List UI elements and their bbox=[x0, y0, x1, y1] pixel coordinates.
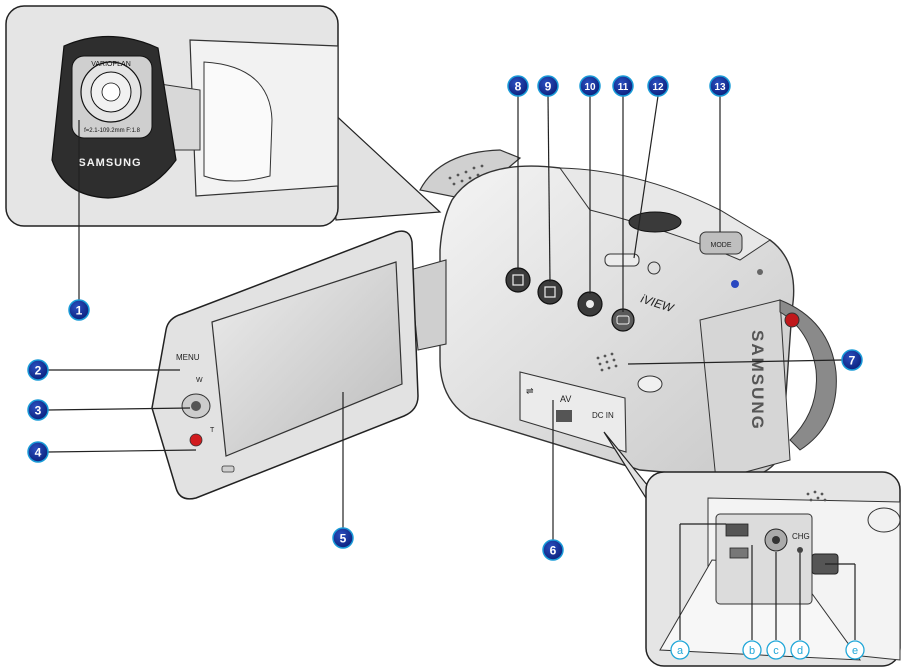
sub-callout-c-label: c bbox=[773, 645, 779, 657]
side-speaker-grille bbox=[596, 352, 618, 372]
callout-9: 9 bbox=[537, 75, 559, 97]
chg-text: CHG bbox=[792, 532, 810, 541]
sub-callout-e-label: e bbox=[852, 645, 858, 657]
zoom-lever bbox=[628, 211, 682, 233]
strap-record-button bbox=[784, 312, 800, 328]
sub-callout-a: a bbox=[670, 640, 690, 660]
dcin-text: DC IN bbox=[592, 411, 614, 420]
callout-1: 1 bbox=[68, 299, 90, 321]
inset-strap-hole bbox=[867, 507, 901, 533]
sub-callout-d: d bbox=[790, 640, 810, 660]
zoom-t-text: T bbox=[210, 427, 215, 434]
lens-glass bbox=[101, 82, 121, 102]
callout-4: 4 bbox=[27, 441, 49, 463]
side-logo-text: SAMSUNG bbox=[748, 330, 767, 431]
callout-7: 7 bbox=[841, 349, 863, 371]
callout-13-label: 13 bbox=[714, 82, 726, 93]
leader-9 bbox=[547, 95, 551, 283]
camcorder-body: SAMSUNG MODE iVIEW bbox=[419, 149, 837, 481]
button-11 bbox=[611, 308, 635, 332]
callout-5: 5 bbox=[332, 527, 354, 549]
button-10-icon bbox=[586, 300, 594, 308]
leader-12 bbox=[633, 95, 659, 259]
dc-in-pin bbox=[772, 536, 780, 544]
lcd-panel: MENU W T bbox=[151, 230, 447, 500]
sub-callout-d-label: d bbox=[797, 645, 803, 657]
callout-2: 2 bbox=[27, 359, 49, 381]
lcd-joystick-center bbox=[191, 401, 201, 411]
callouts: 1 2 3 4 5 6 7 8 9 10 11 12 13 bbox=[27, 75, 863, 561]
callout-12: 12 bbox=[647, 75, 669, 97]
callout-13: 13 bbox=[709, 75, 731, 97]
callout-8: 8 bbox=[507, 75, 529, 97]
av-port bbox=[729, 547, 749, 559]
connector-cover bbox=[519, 371, 627, 453]
mode-text: MODE bbox=[711, 242, 732, 249]
body-rear-dome bbox=[419, 149, 522, 201]
button-8-icon bbox=[512, 274, 524, 286]
sub-callouts: a b c d e bbox=[670, 640, 865, 660]
leader-4 bbox=[47, 449, 197, 453]
lens-maker-text: SAMSUNG bbox=[78, 157, 141, 169]
hand-strap bbox=[779, 299, 837, 451]
mode-button bbox=[699, 231, 743, 255]
side-strap-hole bbox=[637, 375, 663, 393]
body-right-panel bbox=[699, 299, 791, 481]
callout-4-label: 4 bbox=[35, 446, 42, 460]
lcd-screen bbox=[211, 261, 403, 457]
zoom-w-text: W bbox=[196, 377, 203, 384]
callout-10-label: 10 bbox=[584, 82, 596, 93]
connector-inset: CHG bbox=[603, 431, 901, 667]
usb-port bbox=[725, 523, 749, 537]
inset-speaker-grille bbox=[806, 490, 827, 502]
callout-3: 3 bbox=[27, 399, 49, 421]
button-8 bbox=[505, 267, 531, 293]
callout-9-label: 9 bbox=[545, 80, 552, 94]
lcd-small-slot bbox=[221, 465, 235, 473]
inset-lcd-hinge bbox=[203, 61, 273, 182]
callout-5-label: 5 bbox=[340, 532, 347, 546]
callout-3-label: 3 bbox=[35, 404, 42, 418]
callout-11: 11 bbox=[612, 75, 634, 97]
av-text: AV bbox=[560, 394, 571, 404]
callout-1-label: 1 bbox=[76, 304, 83, 318]
button-11-icon bbox=[616, 315, 630, 325]
hdmi-icon bbox=[556, 410, 572, 422]
power-slot bbox=[604, 253, 640, 267]
sub-callout-a-label: a bbox=[677, 645, 684, 657]
menu-text: MENU bbox=[176, 353, 200, 362]
leader-7 bbox=[627, 359, 843, 365]
leader-3 bbox=[47, 407, 191, 411]
mode-indicator-photo bbox=[757, 269, 763, 275]
button-9 bbox=[537, 279, 563, 305]
callout-6: 6 bbox=[542, 539, 564, 561]
chg-lamp bbox=[797, 547, 803, 553]
lens-inset-pointer bbox=[329, 108, 442, 221]
lens-spec-text: f=2.1-109.2mm F:1.8 bbox=[84, 128, 141, 134]
lens-brand-text: VARIOPLAN bbox=[91, 61, 131, 68]
callout-12-label: 12 bbox=[652, 82, 664, 93]
power-icon bbox=[647, 261, 661, 275]
sub-callout-e: e bbox=[845, 640, 865, 660]
sub-callout-b-label: b bbox=[749, 645, 755, 657]
callout-7-label: 7 bbox=[849, 354, 856, 368]
usb-icon: ⇌ bbox=[526, 386, 534, 396]
lens-inset: VARIOPLAN f=2.1-109.2mm F:1.8 SAMSUNG bbox=[5, 5, 442, 227]
callout-11-label: 11 bbox=[618, 82, 629, 93]
callout-6-label: 6 bbox=[550, 544, 557, 558]
callout-2-label: 2 bbox=[35, 364, 42, 378]
sub-callout-b: b bbox=[742, 640, 762, 660]
sub-callout-c: c bbox=[766, 640, 786, 660]
button-9-icon bbox=[544, 286, 556, 298]
top-speaker-grille bbox=[448, 164, 484, 186]
callout-8-label: 8 bbox=[515, 80, 522, 94]
callout-10: 10 bbox=[579, 75, 601, 97]
mode-indicator-movie bbox=[731, 280, 739, 288]
leader-lines bbox=[47, 95, 856, 640]
lcd-record-button bbox=[189, 433, 203, 447]
